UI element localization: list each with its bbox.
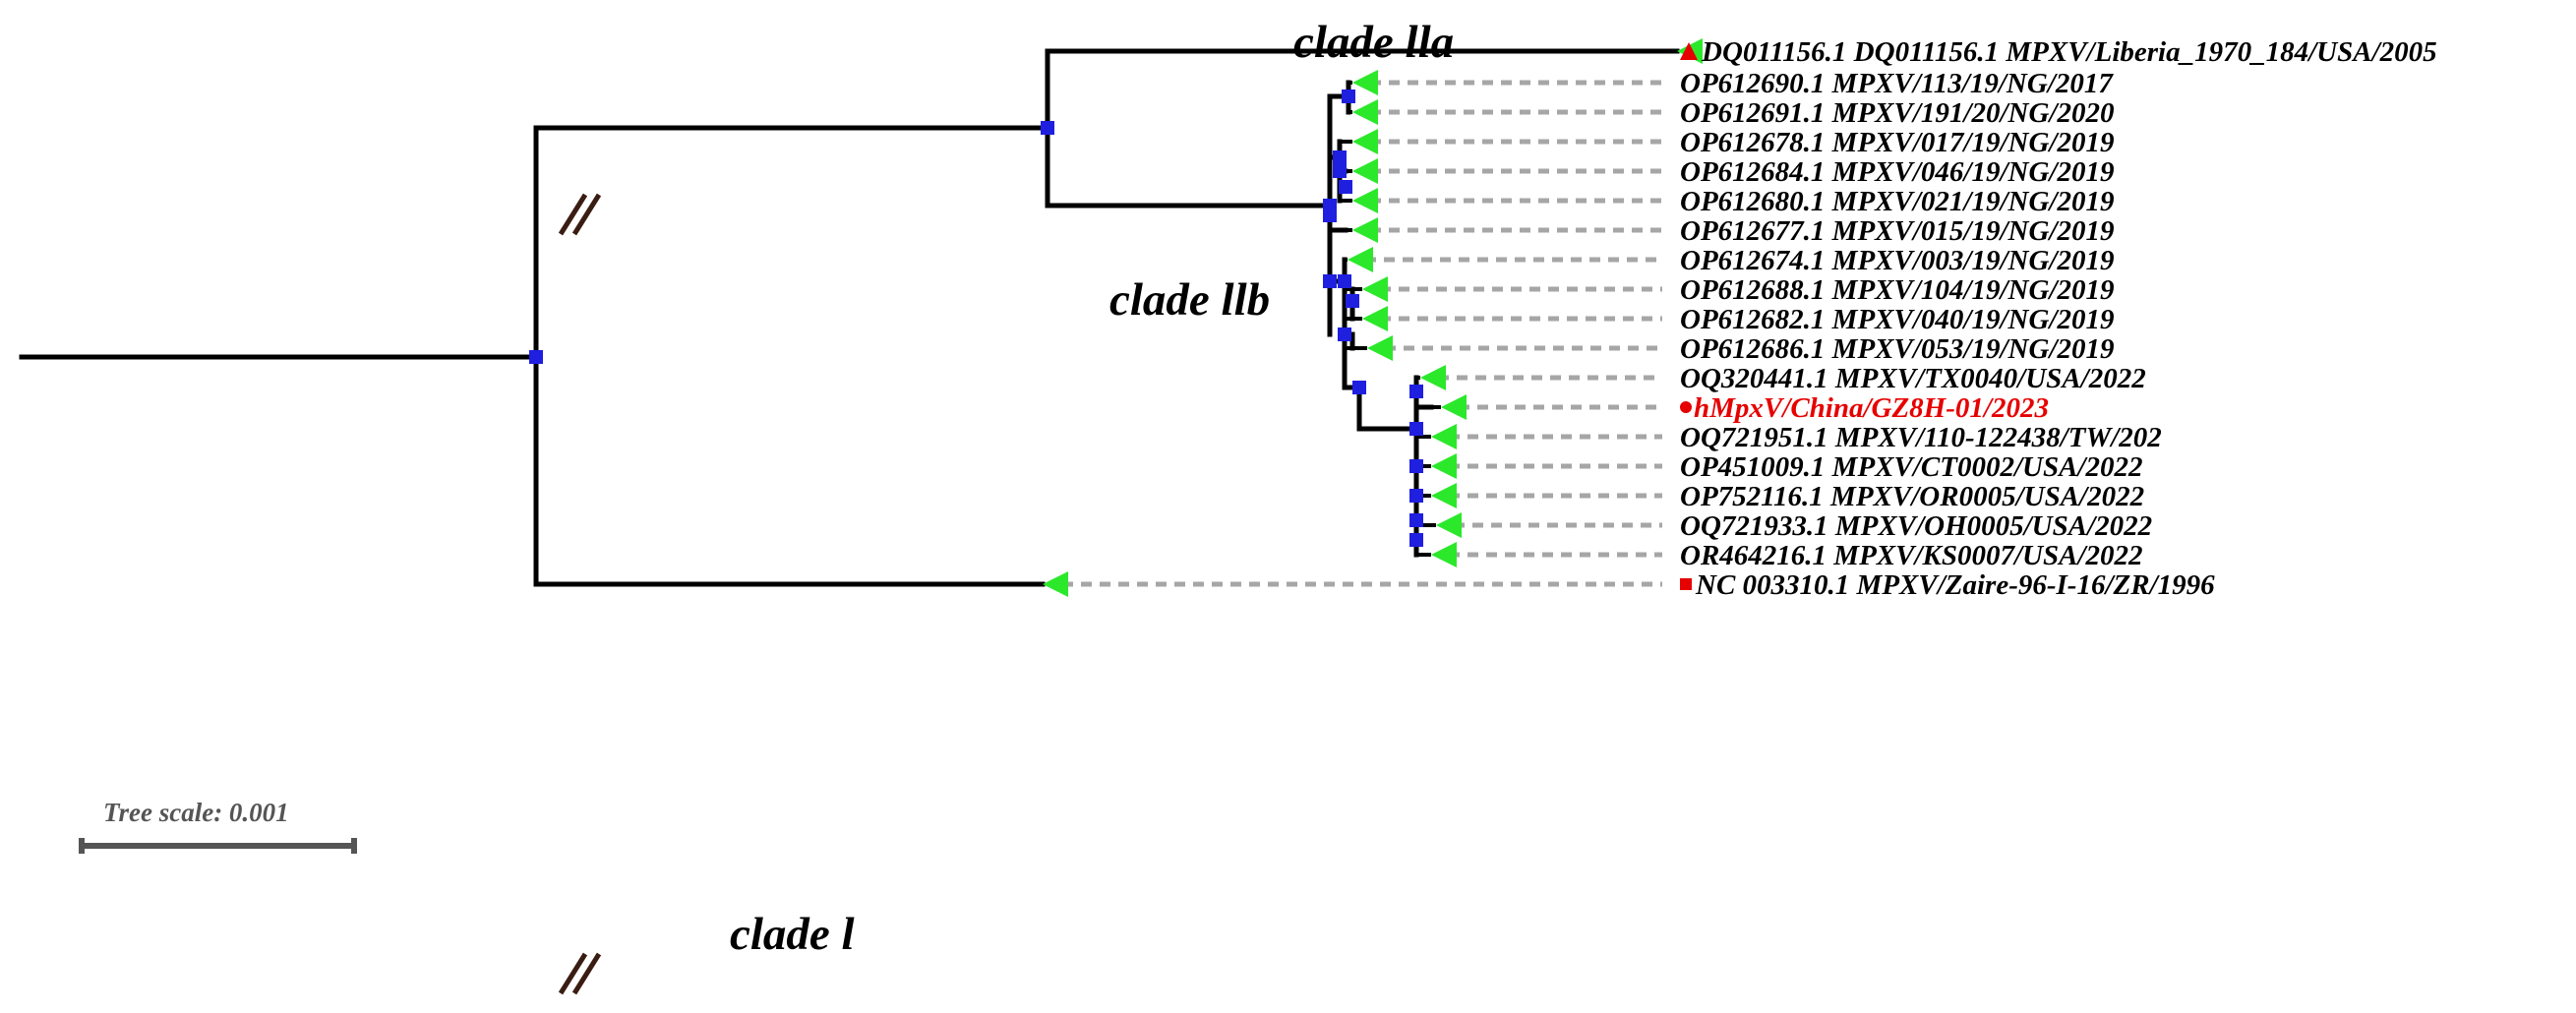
node-marker-12 bbox=[1338, 328, 1351, 341]
branch-break-marks bbox=[558, 193, 602, 995]
node-marker-2 bbox=[1041, 121, 1054, 135]
node-marker-18 bbox=[1409, 513, 1423, 527]
leaf-label-16: OP752116.1 MPXV/OR0005/USA/2022 bbox=[1680, 481, 2144, 512]
leaf-label-11: OP612686.1 MPXV/053/19/NG/2019 bbox=[1680, 333, 2114, 365]
branch-break-top-a bbox=[558, 193, 588, 236]
tip-triangle-icon bbox=[1352, 129, 1378, 154]
tip-triangle-icon bbox=[1431, 483, 1457, 508]
node-marker-7 bbox=[1333, 164, 1347, 178]
leaf-label-17: OQ721933.1 MPXV/OH0005/USA/2022 bbox=[1680, 510, 2152, 542]
leaf-labels: DQ011156.1 DQ011156.1 MPXV/Liberia_1970_… bbox=[1680, 36, 2437, 601]
node-marker-10 bbox=[1338, 274, 1351, 288]
branch-break-bottom-a bbox=[558, 952, 588, 995]
leaf-label-4: OP612678.1 MPXV/017/19/NG/2019 bbox=[1680, 127, 2114, 158]
red-dot-icon bbox=[1680, 401, 1692, 413]
node-marker-13 bbox=[1352, 381, 1366, 394]
leaf-label-5: OP612684.1 MPXV/046/19/NG/2019 bbox=[1680, 156, 2114, 188]
leaf-label-7: OP612677.1 MPXV/015/19/NG/2019 bbox=[1680, 215, 2114, 247]
clade-i-label: clade l bbox=[730, 909, 855, 960]
tree-branches bbox=[19, 48, 1680, 587]
tip-triangle-icon bbox=[1436, 512, 1462, 538]
leaf-label-9: OP612688.1 MPXV/104/19/NG/2019 bbox=[1680, 274, 2114, 306]
leaf-label-10: OP612682.1 MPXV/040/19/NG/2019 bbox=[1680, 304, 2114, 335]
tree-scale-label: Tree scale: 0.001 bbox=[103, 798, 289, 827]
tip-triangle-icon bbox=[1348, 247, 1373, 272]
red-square-icon bbox=[1680, 578, 1692, 590]
leaf-label-12: OQ320441.1 MPXV/TX0040/USA/2022 bbox=[1680, 363, 2146, 394]
tip-triangle-icon bbox=[1352, 99, 1378, 125]
node-marker-9 bbox=[1323, 274, 1337, 288]
tip-triangle-icon bbox=[1431, 453, 1457, 479]
internal-nodes bbox=[529, 89, 1423, 547]
node-marker-17 bbox=[1409, 489, 1423, 503]
leaf-label-3: OP612691.1 MPXV/191/20/NG/2020 bbox=[1680, 97, 2114, 129]
tip-triangle-icon bbox=[1352, 158, 1378, 184]
leaf-guide-lines bbox=[1062, 80, 1662, 587]
node-marker-5 bbox=[1323, 209, 1337, 222]
clade-labels: clade lla clade llb clade l bbox=[730, 17, 1454, 960]
tip-triangle-icon bbox=[1431, 424, 1457, 449]
tip-triangle-icon bbox=[1352, 217, 1378, 243]
leaf-label-2: OP612690.1 MPXV/113/19/NG/2017 bbox=[1680, 68, 2114, 99]
tip-triangle-icon bbox=[1352, 70, 1378, 95]
tip-triangle-icon bbox=[1420, 365, 1446, 390]
red-triangle-icon bbox=[1680, 42, 1698, 60]
leaf-label-19: NC 003310.1 MPXV/Zaire-96-I-16/ZR/1996 bbox=[1695, 569, 2215, 601]
tip-triangle-icon bbox=[1043, 571, 1068, 597]
node-marker-6 bbox=[1333, 150, 1347, 164]
node-marker-15 bbox=[1409, 422, 1423, 436]
clade-iia-label: clade lla bbox=[1293, 17, 1454, 68]
node-marker-8 bbox=[1339, 180, 1352, 194]
branch-break-bottom-b bbox=[571, 952, 602, 995]
node-marker-19 bbox=[1409, 533, 1423, 547]
tip-triangle-icon bbox=[1431, 542, 1457, 567]
node-marker-1 bbox=[529, 350, 543, 364]
tip-markers bbox=[1043, 38, 1703, 597]
tip-triangle-icon bbox=[1352, 188, 1378, 213]
tip-triangle-icon bbox=[1367, 335, 1393, 361]
branch-break-top-b bbox=[571, 193, 602, 236]
node-marker-4 bbox=[1342, 89, 1355, 103]
leaf-label-14: OQ721951.1 MPXV/110-122438/TW/202 bbox=[1680, 422, 2162, 453]
leaf-label-18: OR464216.1 MPXV/KS0007/USA/2022 bbox=[1680, 540, 2143, 571]
tip-triangle-icon bbox=[1362, 306, 1388, 331]
node-marker-16 bbox=[1409, 459, 1423, 473]
node-marker-14 bbox=[1409, 385, 1423, 398]
leaf-label-6: OP612680.1 MPXV/021/19/NG/2019 bbox=[1680, 186, 2114, 217]
tree-scale: Tree scale: 0.001 bbox=[79, 798, 357, 854]
clade-iib-label: clade llb bbox=[1109, 274, 1270, 326]
leaf-label-8: OP612674.1 MPXV/003/19/NG/2019 bbox=[1680, 245, 2114, 276]
leaf-label-13: hMpxV/China/GZ8H-01/2023 bbox=[1694, 392, 2049, 424]
tip-triangle-icon bbox=[1441, 394, 1467, 420]
node-marker-11 bbox=[1346, 294, 1359, 308]
tip-triangle-icon bbox=[1362, 276, 1388, 302]
leaf-label-1: DQ011156.1 DQ011156.1 MPXV/Liberia_1970_… bbox=[1701, 36, 2437, 68]
leaf-label-15: OP451009.1 MPXV/CT0002/USA/2022 bbox=[1680, 451, 2143, 483]
